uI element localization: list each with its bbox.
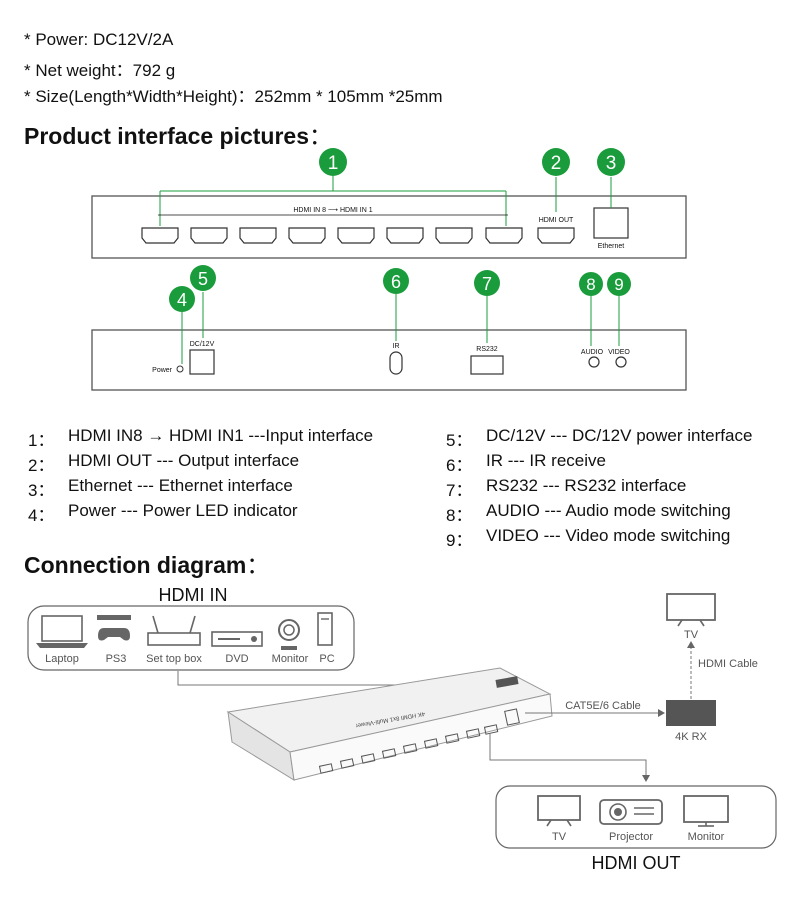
hdmi-port [485, 227, 523, 244]
rx-box [666, 700, 716, 726]
rs232-label: RS232 [476, 346, 498, 353]
hdmi-port [386, 227, 424, 244]
badge-1: 1 [319, 148, 347, 176]
set-top-box-icon [147, 615, 201, 646]
hdmi-out-title: HDMI OUT [592, 853, 681, 873]
hdmi-cable-label: HDMI Cable [698, 658, 758, 670]
input-label-ps3: PS3 [106, 653, 127, 665]
interface-diagram: HDMI IN 8 ⟶ HDMI IN 1 HDMI OUT Ethernet … [91, 148, 687, 391]
cable-label: CAT5E/6 Cable [565, 700, 641, 712]
pc-icon [317, 612, 333, 646]
video-button [615, 356, 627, 368]
projector-icon [599, 799, 663, 825]
legend-item: 4：Power --- Power LED indicator [28, 501, 298, 525]
legend-right: 5：DC/12V --- DC/12V power interface 6：IR… [446, 426, 752, 551]
hdmi-in-box [27, 605, 355, 671]
ethernet-label: Ethernet [598, 243, 625, 250]
connection-diagram: HDMI IN Laptop PS3 Set top box DVD Monit… [27, 585, 777, 873]
badge-8: 8 [579, 272, 603, 296]
badge-3: 3 [597, 148, 625, 176]
svg-text:5: 5 [198, 269, 208, 289]
dc-port [189, 349, 215, 375]
svg-text:9: 9 [614, 275, 623, 294]
hdmi-out-label: HDMI OUT [539, 217, 574, 224]
hdmi-out-box [495, 785, 777, 849]
device-ports [318, 708, 520, 774]
svg-text:3: 3 [606, 153, 617, 174]
hdmi-port [435, 227, 473, 244]
legend-item: 2：HDMI OUT --- Output interface [28, 451, 300, 475]
back-panel [91, 329, 687, 391]
ir-receiver [389, 351, 403, 375]
tv-label: TV [684, 629, 699, 641]
badge-4: 4 [169, 286, 195, 312]
spec-size: * Size(Length*Width*Height)：252mm * 105m… [24, 87, 443, 106]
badge-7: 7 [474, 270, 500, 296]
out-monitor-icon [683, 795, 729, 827]
hdmi-in-title: HDMI IN [159, 585, 228, 605]
hdmi-port [239, 227, 277, 244]
svg-text:2: 2 [551, 153, 562, 174]
ps3-icon [97, 615, 131, 641]
power-led [176, 365, 184, 373]
input-label-dvd: DVD [225, 653, 248, 665]
legend-item: 8：AUDIO --- Audio mode switching [446, 501, 731, 525]
front-panel [91, 195, 687, 259]
input-label-pc: PC [319, 653, 334, 665]
badge-9: 9 [607, 272, 631, 296]
hdmi-range-label: HDMI IN 8 ⟶ HDMI IN 1 [293, 207, 372, 214]
badge-2: 2 [542, 148, 570, 176]
audio-button [588, 356, 600, 368]
output-connector [489, 733, 650, 782]
dvd-icon [211, 631, 263, 647]
badge-5: 5 [190, 265, 216, 291]
svg-text:8: 8 [586, 275, 595, 294]
output-label-projector: Projector [609, 831, 653, 843]
multiviewer-device: 4K HDMI 8x1 Multi-Viewer [226, 667, 553, 781]
legend-item: 6：IR --- IR receive [446, 451, 606, 475]
hdmi-out-port [537, 227, 575, 244]
audio-label: AUDIO [581, 349, 604, 356]
svg-text:6: 6 [391, 272, 401, 292]
legend-left: 1：HDMI IN8 → HDMI IN1 ---Input interface… [28, 426, 373, 526]
hdmi-in-ports [141, 227, 523, 244]
spec-power: * Power: DC12V/2A [24, 30, 174, 49]
hdmi-port [337, 227, 375, 244]
spec-weight: * Net weight：792 g [24, 61, 176, 80]
output-label-monitor: Monitor [688, 831, 725, 843]
power-label: Power [152, 367, 173, 374]
output-label-tv: TV [552, 831, 567, 843]
legend-item: 1：HDMI IN8 → HDMI IN1 ---Input interface [28, 426, 374, 450]
video-label: VIDEO [608, 349, 630, 356]
hdmi-port [288, 227, 326, 244]
svg-text:4: 4 [177, 290, 187, 310]
hdmi-port [190, 227, 228, 244]
input-label-set-top-box: Set top box [146, 653, 202, 665]
tv-icon [666, 593, 716, 627]
legend-item: 3：Ethernet --- Ethernet interface [28, 476, 293, 500]
dc-label: DC/12V [190, 341, 215, 348]
ethernet-port [593, 207, 629, 239]
hdmi-port [141, 227, 179, 244]
legend-item: 9：VIDEO --- Video mode switching [446, 526, 731, 550]
svg-text:7: 7 [482, 274, 492, 294]
connection-title: Connection diagram： [24, 552, 270, 578]
interface-title: Product interface pictures： [24, 123, 333, 149]
legend-item: 5：DC/12V --- DC/12V power interface [446, 426, 753, 450]
input-label-monitor: Monitor [272, 653, 309, 665]
rs232-port [470, 355, 504, 375]
input-label-laptop: Laptop [45, 653, 79, 665]
rx-label: 4K RX [675, 731, 707, 743]
monitor-icon [278, 619, 300, 650]
out-tv-icon [537, 795, 581, 827]
badge-6: 6 [383, 268, 409, 294]
svg-text:1: 1 [328, 153, 339, 174]
legend-item: 7：RS232 --- RS232 interface [446, 476, 687, 500]
laptop-icon [36, 615, 88, 648]
ir-label: IR [393, 343, 400, 350]
